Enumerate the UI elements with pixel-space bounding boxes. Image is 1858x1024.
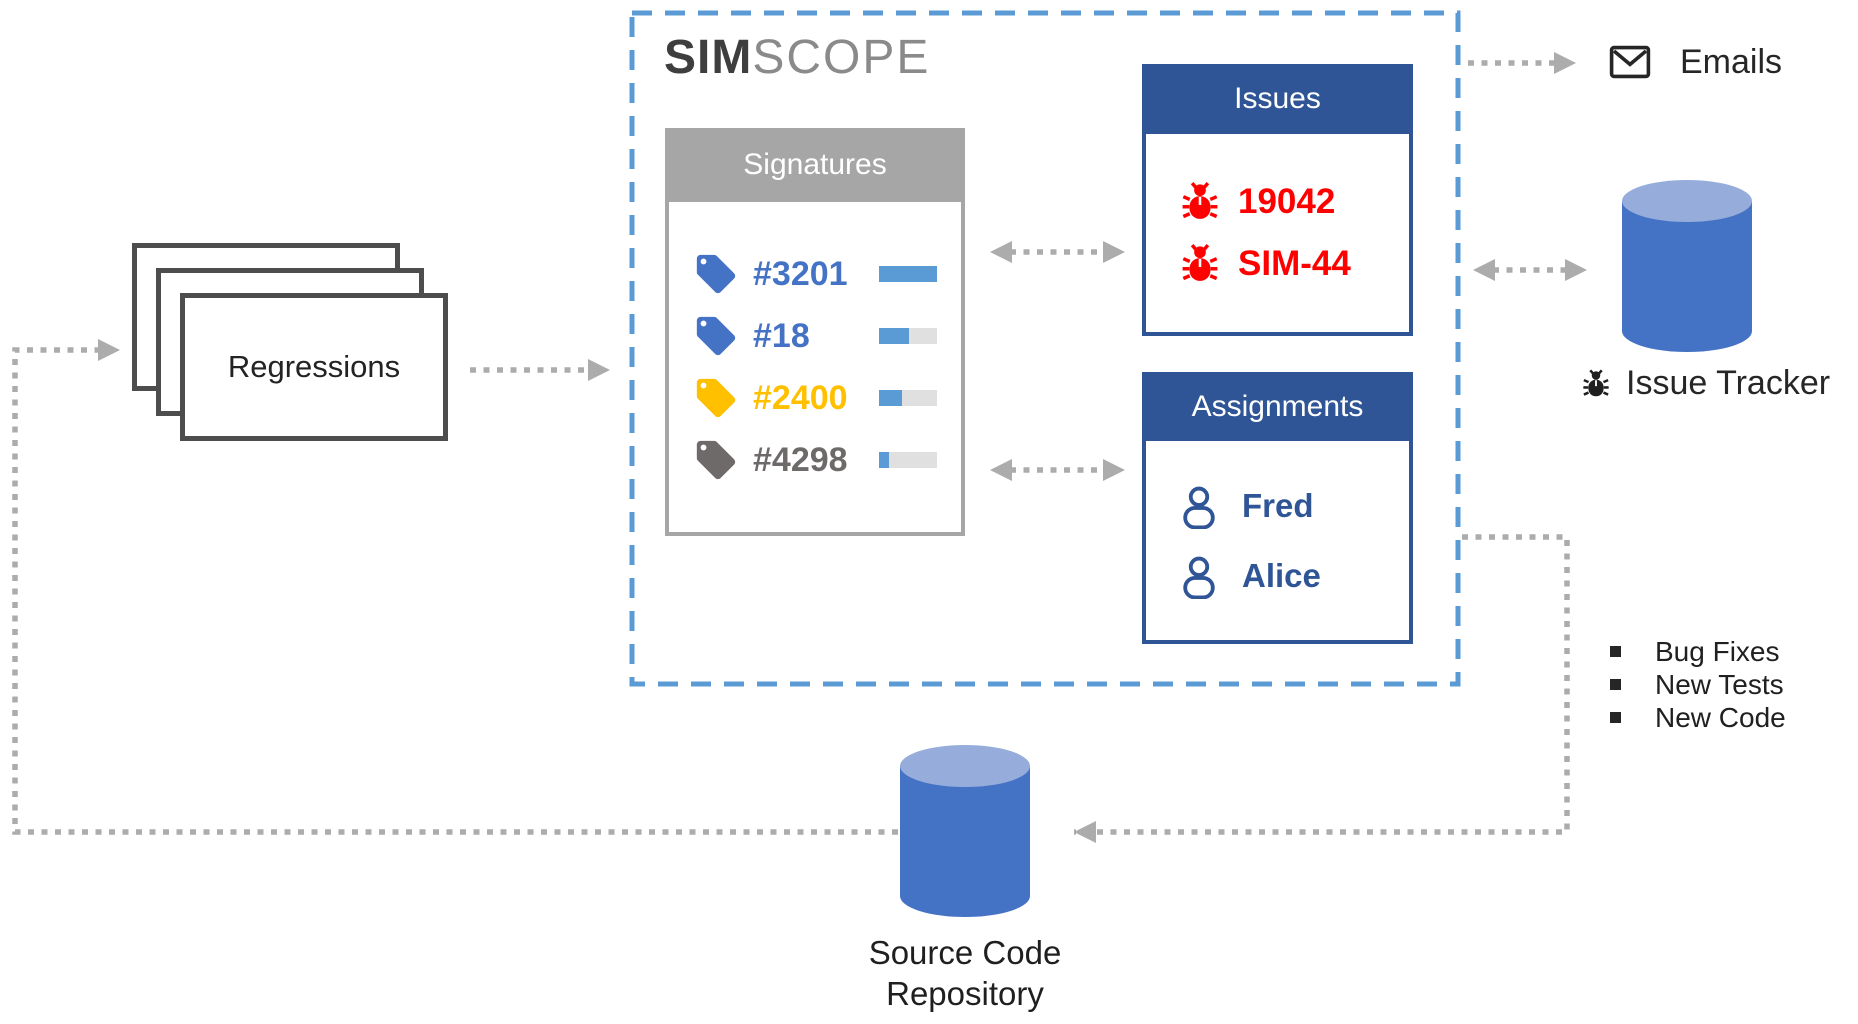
assignee-name: Alice [1242, 556, 1321, 594]
list-item: Bug Fixes [1610, 635, 1786, 667]
issues-body: 19042 SIM-44 [1142, 134, 1413, 336]
emails-node: Emails [1606, 38, 1782, 86]
signatures-header: Signatures [665, 128, 965, 202]
signature-progress-fill [879, 452, 889, 468]
signature-row: #2400 [693, 375, 937, 421]
bug-icon [1178, 180, 1222, 224]
signature-progress-bar [879, 452, 937, 468]
emails-label: Emails [1680, 42, 1783, 81]
database-icon [1622, 180, 1752, 352]
person-icon [1176, 483, 1222, 529]
issue-tracker-database [1622, 180, 1752, 352]
list-item: New Code [1610, 701, 1786, 733]
issue-id: SIM-44 [1238, 244, 1351, 283]
commit-outputs-list: Bug Fixes New Tests New Code [1610, 635, 1786, 733]
square-bullet-icon [1610, 646, 1621, 657]
signature-id: #2400 [753, 378, 848, 417]
assignee-row: Alice [1176, 553, 1409, 599]
assignments-body: Fred Alice [1142, 441, 1413, 644]
signature-progress-fill [879, 328, 910, 344]
arrow-repo-to-regressions [12, 347, 898, 835]
bug-icon [1178, 242, 1222, 286]
square-bullet-icon [1610, 712, 1621, 723]
source-repo-database [900, 745, 1030, 917]
output-label: New Tests [1655, 668, 1784, 700]
envelope-icon [1606, 38, 1654, 86]
simscope-title: SIMSCOPE [664, 30, 930, 85]
regressions-label: Regressions [227, 349, 401, 384]
assignments-panel: Assignments Fred Alice [1142, 372, 1413, 644]
signature-progress-bar [879, 328, 937, 344]
signature-id: #18 [753, 316, 810, 355]
person-icon [1176, 553, 1222, 599]
square-bullet-icon [1610, 679, 1621, 690]
tag-icon [693, 313, 739, 359]
simscope-title-light: SCOPE [752, 31, 931, 84]
source-repo-label: Source Code Repository [815, 932, 1115, 1014]
output-label: Bug Fixes [1655, 635, 1780, 667]
simscope-dashed-boundary [629, 10, 1461, 687]
signature-id: #3201 [753, 254, 848, 293]
output-label: New Code [1655, 701, 1786, 733]
issue-tracker-node: Issue Tracker [1580, 364, 1830, 403]
regressions-node: Regressions [180, 293, 448, 441]
signatures-panel: Signatures #3201 #18 #2400 #4298 [665, 128, 965, 536]
issue-id: 19042 [1238, 182, 1336, 221]
issue-tracker-label: Issue Tracker [1626, 364, 1831, 402]
signature-progress-fill [879, 266, 937, 282]
assignments-header: Assignments [1142, 372, 1413, 441]
source-repo-label-line2: Repository [886, 975, 1044, 1012]
assignee-row: Fred [1176, 483, 1409, 529]
tag-icon [693, 375, 739, 421]
signature-progress-bar [879, 390, 937, 406]
issues-panel: Issues 19042 SIM-44 [1142, 64, 1413, 336]
tag-icon [693, 437, 739, 483]
list-item: New Tests [1610, 668, 1786, 700]
signatures-body: #3201 #18 #2400 #4298 [665, 202, 965, 536]
database-icon [900, 745, 1030, 917]
signature-row: #18 [693, 313, 937, 359]
issues-header: Issues [1142, 64, 1413, 134]
signature-id: #4298 [753, 440, 848, 479]
source-repo-label-line1: Source Code [868, 934, 1062, 971]
tag-icon [693, 251, 739, 297]
simscope-title-bold: SIM [664, 31, 753, 84]
issue-row: SIM-44 [1178, 242, 1409, 286]
issue-row: 19042 [1178, 180, 1409, 224]
signature-row: #3201 [693, 251, 937, 297]
signature-progress-bar [879, 266, 937, 282]
bug-icon [1580, 368, 1612, 400]
signature-row: #4298 [693, 437, 937, 483]
signature-progress-fill [879, 390, 903, 406]
assignee-name: Fred [1242, 486, 1314, 524]
